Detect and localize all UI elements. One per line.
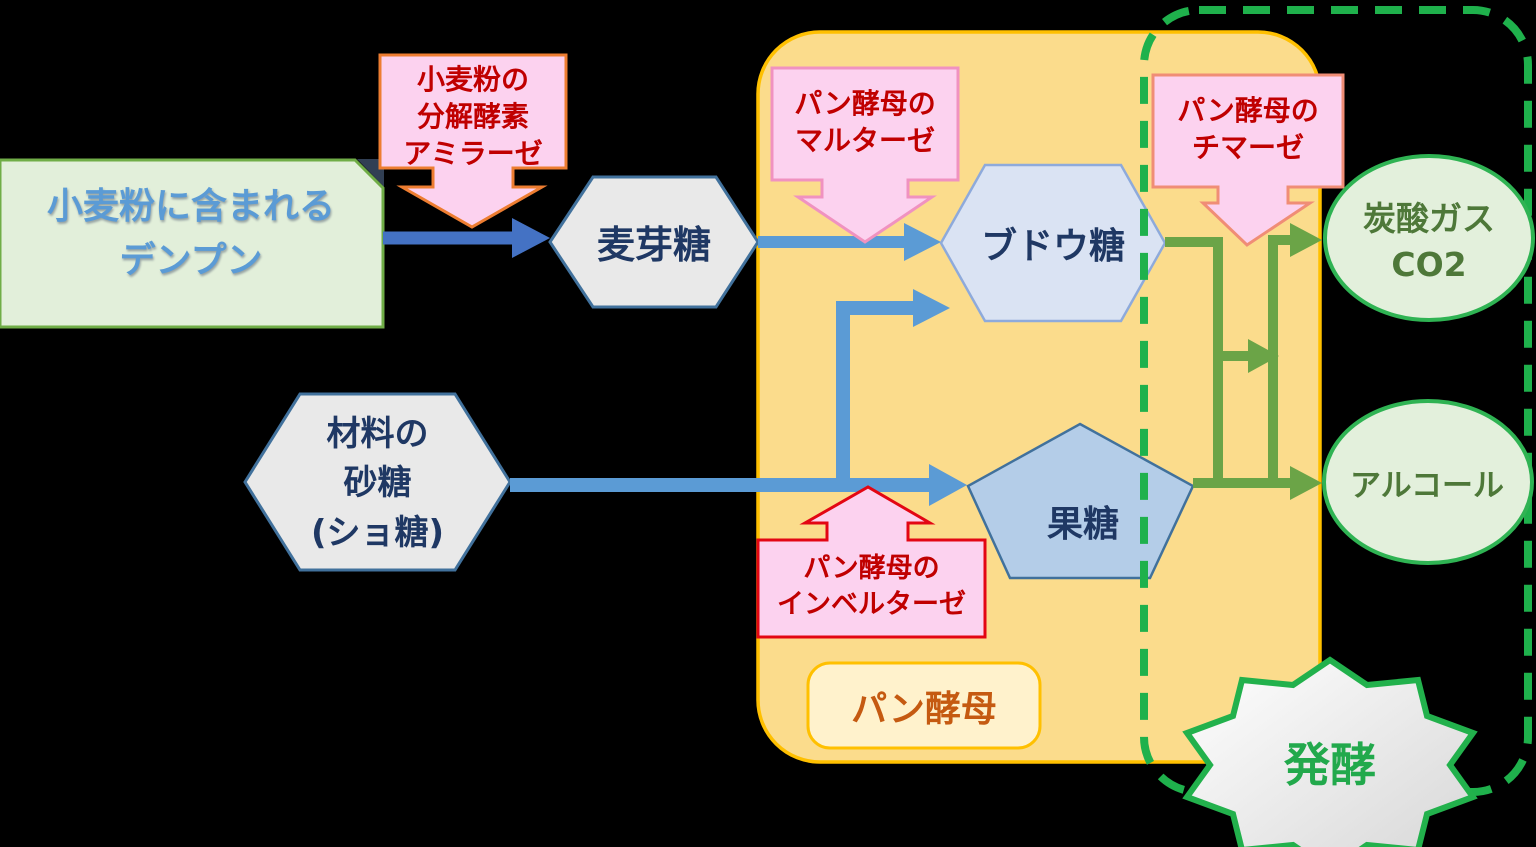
arrow-sugar-to-glucose: [836, 289, 950, 490]
arrow-glucose-collector: [1165, 237, 1223, 483]
maltose-label: 麦芽糖: [596, 223, 711, 267]
arrow-sugar-to-fructose: [510, 464, 967, 506]
starch-box: [0, 158, 385, 329]
arrow-maltose-to-glucose: [758, 223, 941, 261]
fermentation-starburst: [1182, 656, 1478, 847]
maltase-label: パン酵母の マルターゼ: [794, 87, 936, 157]
amylase-label: 小麦粉の 分解酵素 アミラーゼ: [403, 63, 543, 170]
fermentation-label: 発酵: [1284, 738, 1376, 792]
invertase-callout: [756, 485, 987, 639]
co2-ellipse: [1323, 154, 1535, 322]
arrow-starch-to-maltose: [383, 218, 550, 258]
amylase-callout: [378, 53, 568, 229]
invertase-label: パン酵母の インベルターゼ: [777, 553, 966, 620]
starch-label: 小麦粉に含まれる デンプン: [8, 180, 374, 288]
maltase-callout: [770, 66, 960, 244]
zymase-label: パン酵母の チマーゼ: [1177, 94, 1319, 164]
alcohol-label: アルコール: [1349, 468, 1505, 504]
yeast-region-label: パン酵母: [851, 689, 997, 730]
arrow-fructose-to-alcohol: [1193, 466, 1322, 500]
sugar-label: 材料の 砂糖 (ショ糖): [310, 414, 445, 553]
alcohol-ellipse: [1322, 399, 1534, 565]
co2-label: 炭酸ガス CO2: [1363, 199, 1495, 285]
starch-line2: デンプン: [119, 240, 263, 281]
fructose-label: 果糖: [1046, 504, 1119, 545]
zymase-callout: [1151, 73, 1345, 247]
arrow-to-co2: [1268, 223, 1322, 483]
fructose-pentagon: [966, 422, 1195, 580]
starch-box-fold: [357, 159, 384, 187]
glucose-label: ブドウ糖: [980, 226, 1125, 267]
starch-line1: 小麦粉に含まれる: [46, 186, 335, 227]
arrow-merge: [1218, 339, 1279, 373]
yeast-label-box: [806, 661, 1042, 750]
